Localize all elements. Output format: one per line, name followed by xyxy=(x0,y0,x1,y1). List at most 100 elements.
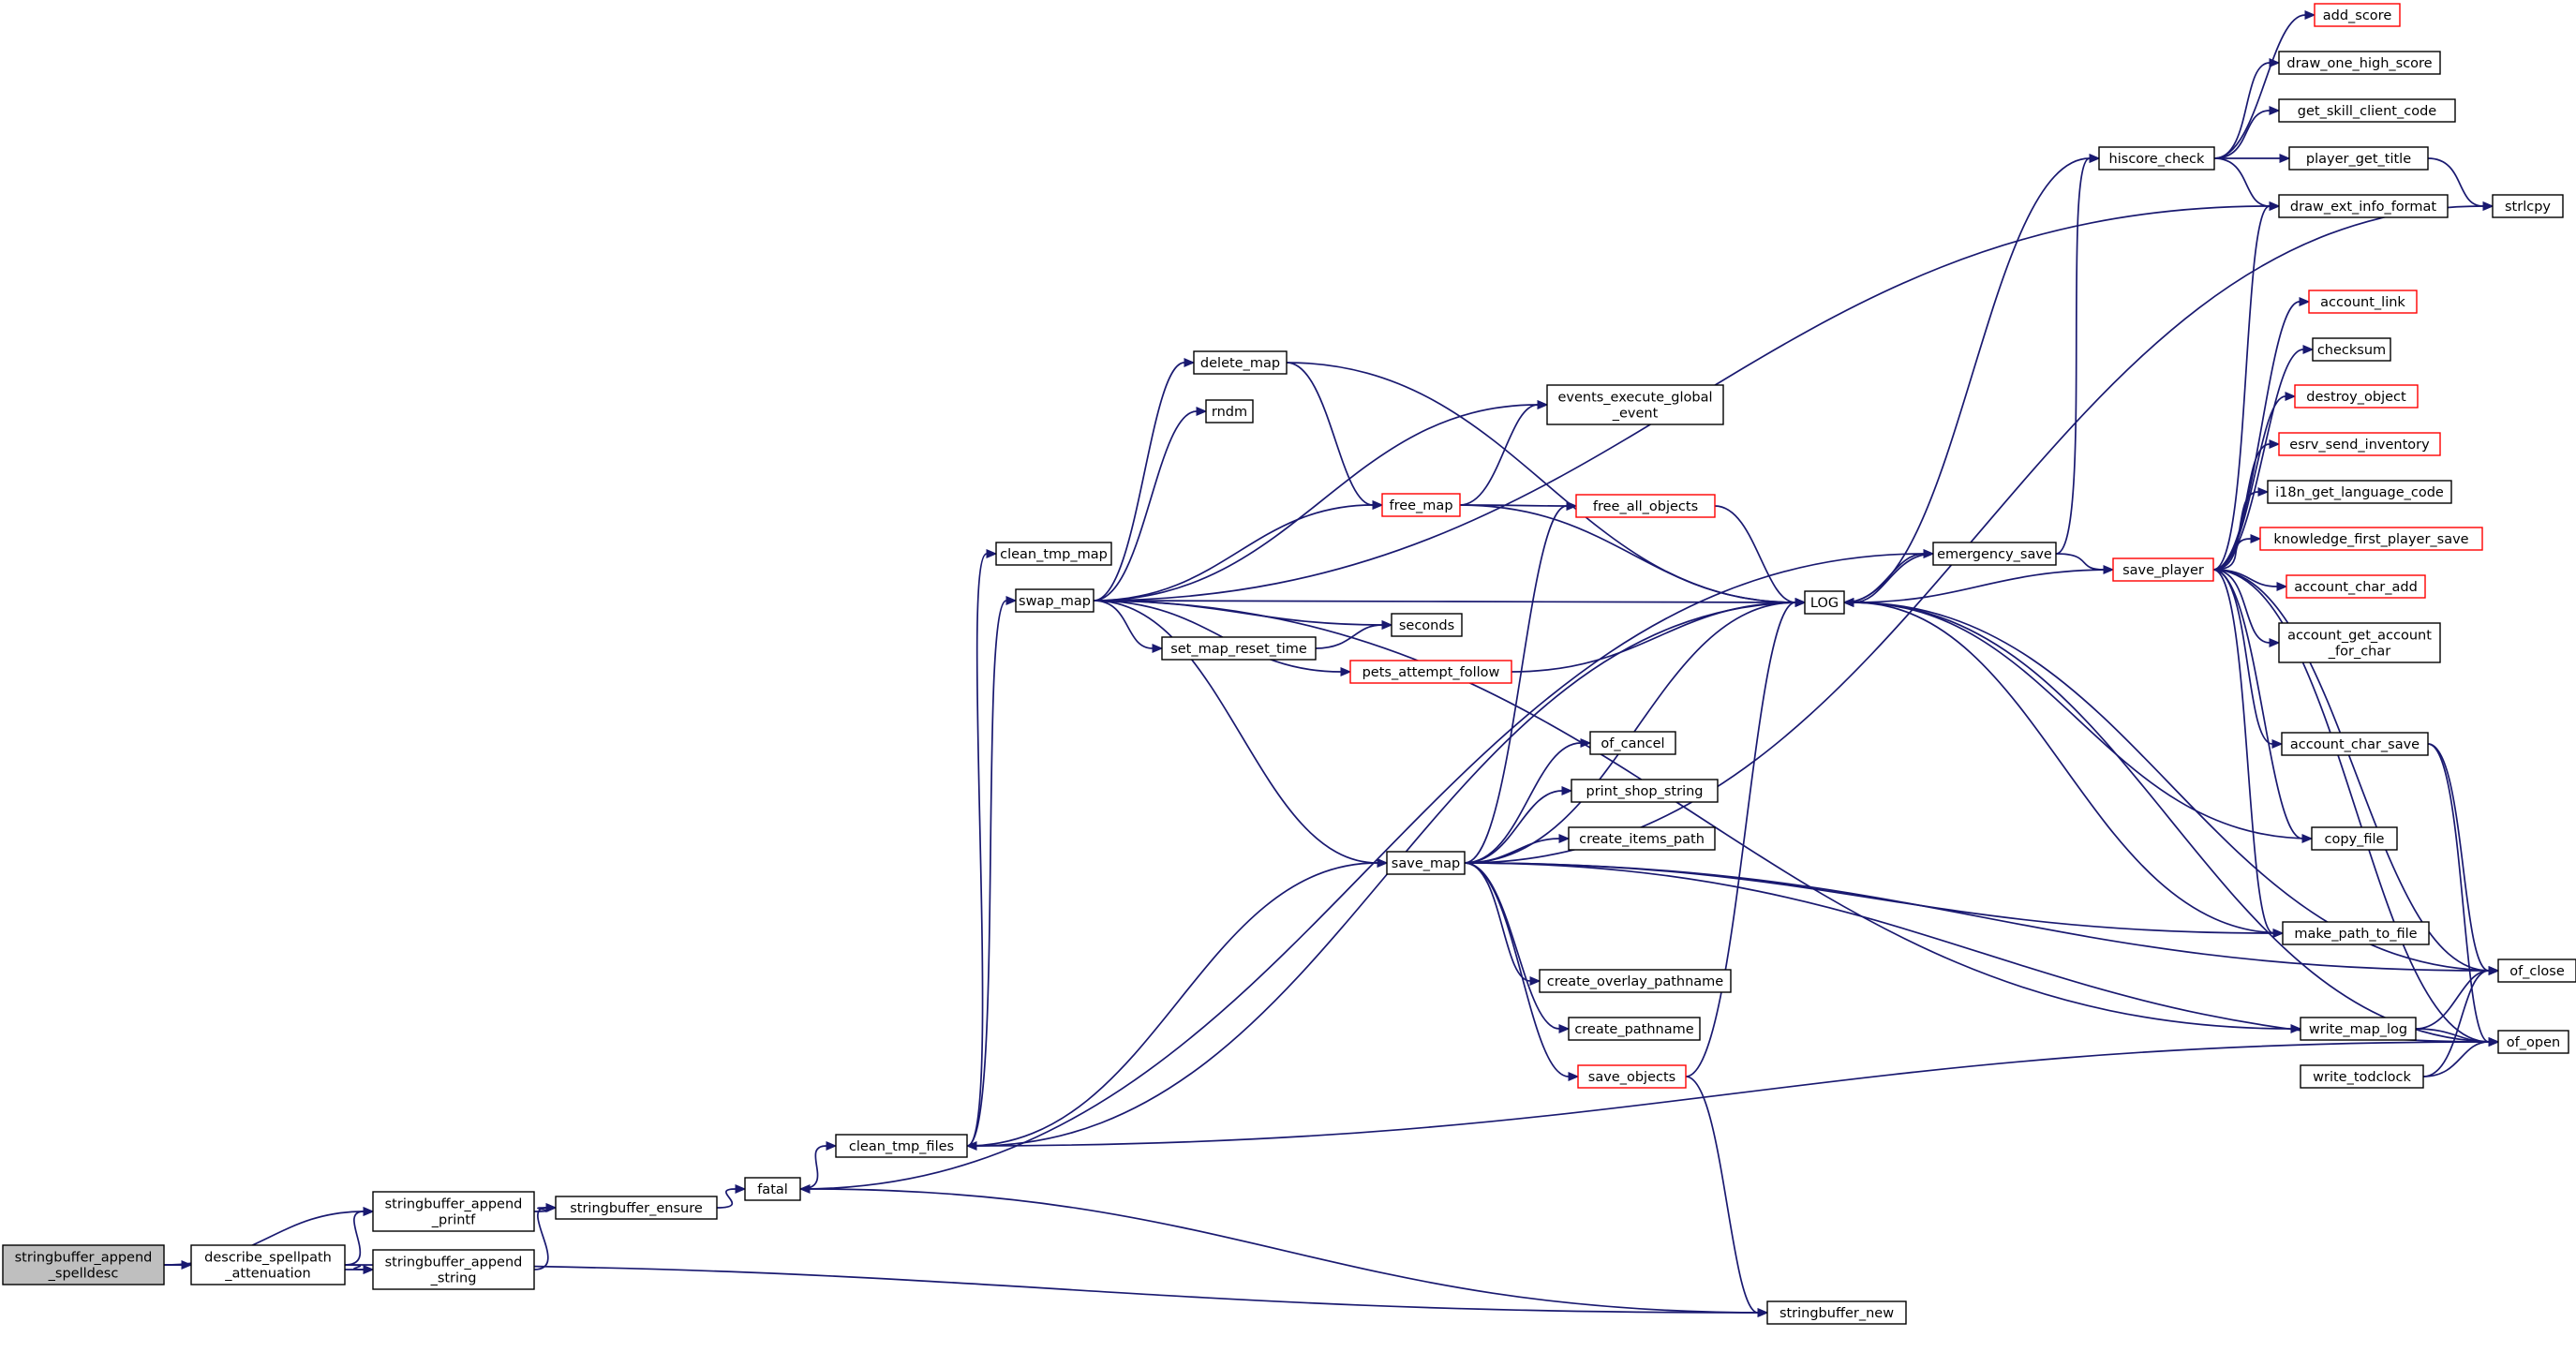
node-stringbuffer-new[interactable]: stringbuffer_new xyxy=(1766,1300,1907,1325)
node-sb-printf[interactable]: stringbuffer_append_printf xyxy=(372,1191,535,1232)
edge-arrowhead xyxy=(735,1184,747,1194)
node-save-map[interactable]: save_map xyxy=(1386,851,1466,875)
edge-swap_map-to-set_map_reset_time xyxy=(1093,600,1164,653)
node-label: rndm xyxy=(1212,405,1247,420)
node-copy-file[interactable]: copy_file xyxy=(2311,826,2398,851)
node-player-get-title[interactable]: player_get_title xyxy=(2288,146,2429,171)
node-delete-map[interactable]: delete_map xyxy=(1193,350,1288,375)
edge-line xyxy=(2212,538,2252,571)
node-box xyxy=(2278,51,2441,75)
edge-arrowhead xyxy=(1184,358,1196,367)
node-print-shop-string[interactable]: print_shop_string xyxy=(1571,779,1719,803)
node-label: swap_map xyxy=(1019,594,1091,609)
node-box xyxy=(1575,494,1716,518)
node-label: i18n_get_language_code xyxy=(2275,485,2444,500)
node-add-score[interactable]: add_score xyxy=(2314,3,2401,27)
node-free-map[interactable]: free_map xyxy=(1381,493,1461,517)
node-label: print_shop_string xyxy=(1586,784,1703,799)
node-i18n-get-language-code[interactable]: i18n_get_language_code xyxy=(2267,480,2452,504)
node-box xyxy=(2278,194,2449,218)
node-free-all-objects[interactable]: free_all_objects xyxy=(1575,494,1716,518)
node-describe[interactable]: describe_spellpath_attenuation xyxy=(190,1244,346,1285)
edge-line xyxy=(2212,569,2303,840)
node-knowledge-first-player-save[interactable]: knowledge_first_player_save xyxy=(2259,527,2483,551)
node-write-map-log[interactable]: write_map_log xyxy=(2300,1017,2417,1041)
node-account-char-save[interactable]: account_char_save xyxy=(2281,732,2429,756)
node-label: knowledge_first_player_save xyxy=(2273,532,2468,547)
node-create-items-path[interactable]: create_items_path xyxy=(1568,826,1716,851)
node-set-map-reset-time[interactable]: set_map_reset_time xyxy=(1161,636,1317,661)
edge-line xyxy=(1714,505,1796,603)
node-strlcpy[interactable]: strlcpy xyxy=(2492,194,2564,218)
edge-arrowhead xyxy=(2269,638,2281,647)
edge-line xyxy=(1093,504,1374,602)
node-label: get_skill_client_code xyxy=(2298,104,2436,119)
node-box xyxy=(2288,146,2429,171)
node-emergency-save[interactable]: emergency_save xyxy=(1932,542,2057,566)
node-clean-tmp-map[interactable]: clean_tmp_map xyxy=(995,542,1112,566)
edge-save_map-to-print_shop_string xyxy=(1464,786,1573,864)
node-clean-tmp-files[interactable]: clean_tmp_files xyxy=(835,1134,968,1158)
node-destroy-object[interactable]: destroy_object xyxy=(2294,384,2419,409)
node-account-link[interactable]: account_link xyxy=(2308,290,2418,314)
node-box xyxy=(1571,779,1719,803)
node-events-execute[interactable]: events_execute_global_event xyxy=(1546,384,1724,425)
edge-arrowhead xyxy=(363,1265,375,1274)
edge-swap_map-to-save_map xyxy=(1093,600,1389,868)
nodes-layer: stringbuffer_append_spelldesc describe_sp… xyxy=(2,3,2576,1325)
edge-line xyxy=(2427,743,2490,1043)
node-LOG[interactable]: LOG xyxy=(1804,590,1845,615)
node-swap-map[interactable]: swap_map xyxy=(1015,588,1094,613)
edge-line xyxy=(2212,569,2490,972)
node-of-close[interactable]: of_close xyxy=(2497,958,2576,983)
node-box xyxy=(2300,1064,2424,1089)
edge-save_player-to-account_link xyxy=(2212,297,2311,571)
edge-arrowhead xyxy=(986,549,998,558)
edge-save_player-to-i18n_get_language_code xyxy=(2212,487,2270,571)
node-esrv-send-inventory[interactable]: esrv_send_inventory xyxy=(2278,432,2441,456)
edge-arrowhead xyxy=(1529,976,1541,986)
node-account-char-add[interactable]: account_char_add xyxy=(2286,574,2426,599)
edge-emergency_save-to-hiscore_check xyxy=(2055,154,2101,555)
node-create-pathname[interactable]: create_pathname xyxy=(1568,1017,1701,1041)
node-label: seconds xyxy=(1399,618,1454,633)
node-write-todclock[interactable]: write_todclock xyxy=(2300,1064,2424,1089)
edge-line xyxy=(966,553,988,1147)
node-seconds[interactable]: seconds xyxy=(1391,613,1463,637)
node-pets-attempt-follow[interactable]: pets_attempt_follow xyxy=(1349,660,1512,684)
node-sb-string[interactable]: stringbuffer_append_string xyxy=(372,1249,535,1290)
edge-arrowhead xyxy=(2269,58,2281,67)
node-box xyxy=(372,1249,535,1290)
edge-line xyxy=(2422,1041,2490,1077)
node-sb-ensure[interactable]: stringbuffer_ensure xyxy=(555,1196,718,1220)
node-label: set_map_reset_time xyxy=(1170,642,1307,657)
node-rndm[interactable]: rndm xyxy=(1205,399,1254,423)
node-box xyxy=(835,1134,968,1158)
edge-arrowhead xyxy=(2488,966,2500,975)
node-root[interactable]: stringbuffer_append_spelldesc xyxy=(2,1244,165,1285)
edge-hiscore_check-to-draw_one_high_score xyxy=(2213,58,2281,159)
node-checksum[interactable]: checksum xyxy=(2312,337,2391,362)
edge-arrowhead xyxy=(1005,596,1018,605)
node-of-cancel[interactable]: of_cancel xyxy=(1589,731,1676,755)
node-label: account_char_add xyxy=(2294,580,2418,595)
node-hiscore-check[interactable]: hiscore_check xyxy=(2098,146,2215,171)
edge-line xyxy=(1464,862,1570,1077)
node-save-player[interactable]: save_player xyxy=(2112,557,2214,582)
node-draw-ext-info-format[interactable]: draw_ext_info_format xyxy=(2278,194,2449,218)
edge-arrowhead xyxy=(1558,1024,1571,1033)
node-create-overlay-pathname[interactable]: create_overlay_pathname xyxy=(1539,969,1732,993)
edge-line xyxy=(716,1188,737,1209)
node-of-open[interactable]: of_open xyxy=(2497,1030,2569,1054)
node-save-objects[interactable]: save_objects xyxy=(1577,1064,1687,1089)
node-make-path-to-file[interactable]: make_path_to_file xyxy=(2282,921,2430,945)
node-box xyxy=(2314,3,2401,27)
node-get-skill-client-code[interactable]: get_skill_client_code xyxy=(2278,98,2456,123)
node-box xyxy=(2112,557,2214,582)
node-fatal[interactable]: fatal xyxy=(744,1177,801,1201)
node-draw-one-high-score[interactable]: draw_one_high_score xyxy=(2278,51,2441,75)
node-account-get-account-for-char[interactable]: account_get_account_for_char xyxy=(2278,622,2441,663)
node-box xyxy=(1568,1017,1701,1041)
node-label: draw_one_high_score xyxy=(2286,56,2432,71)
edge-line xyxy=(1853,602,2499,1043)
